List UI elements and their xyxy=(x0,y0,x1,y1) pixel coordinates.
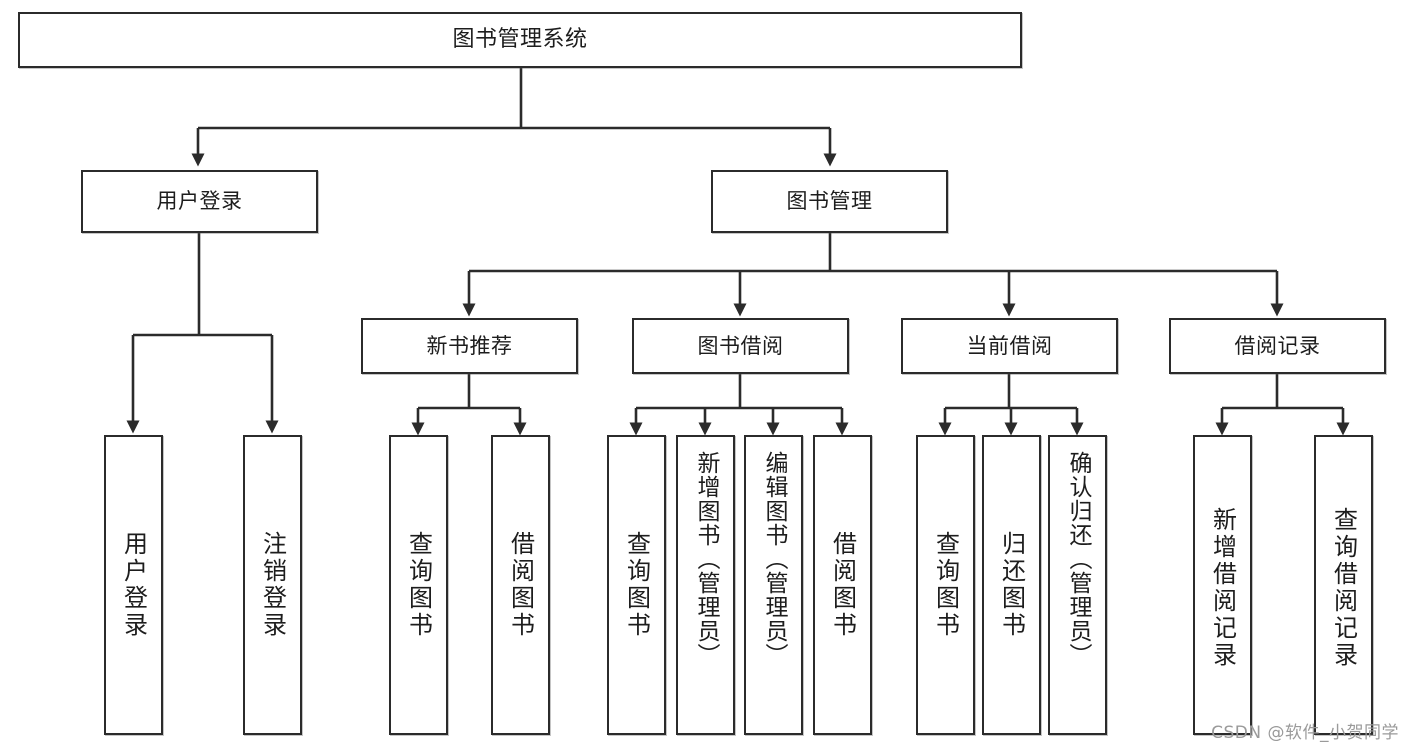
node-label: 借阅图书 xyxy=(828,531,857,639)
node-borrow-record[interactable]: 借阅记录 xyxy=(1169,318,1386,374)
node-label: 用户登录 xyxy=(156,189,243,214)
node-leaf-confirm-return-admin[interactable]: 确认归还（管理员） xyxy=(1048,435,1107,735)
node-leaf-query-book-borrow[interactable]: 查询图书 xyxy=(607,435,666,735)
node-book-borrow[interactable]: 图书借阅 xyxy=(632,318,849,374)
node-label: 图书借阅 xyxy=(697,333,784,358)
node-label: 新增借阅记录 xyxy=(1208,507,1237,669)
node-leaf-query-book-new-recommend[interactable]: 查询图书 xyxy=(389,435,448,735)
node-root-book-management-system[interactable]: 图书管理系统 xyxy=(18,12,1022,68)
csdn-watermark: CSDN @软件_小贺同学 xyxy=(1211,723,1399,743)
node-label: 新书推荐 xyxy=(426,333,513,358)
node-label: 图书管理系统 xyxy=(452,27,588,53)
node-label: 借阅图书 xyxy=(506,531,535,639)
node-leaf-user-login[interactable]: 用户登录 xyxy=(104,435,163,735)
node-current-borrow[interactable]: 当前借阅 xyxy=(901,318,1118,374)
node-label: 查询图书 xyxy=(404,531,433,639)
node-label: 查询图书 xyxy=(622,531,651,639)
node-leaf-borrow-book-borrow[interactable]: 借阅图书 xyxy=(813,435,872,735)
node-leaf-return-book[interactable]: 归还图书 xyxy=(982,435,1041,735)
node-leaf-query-borrow-record[interactable]: 查询借阅记录 xyxy=(1314,435,1373,735)
node-leaf-query-book-current[interactable]: 查询图书 xyxy=(916,435,975,735)
node-label: 编辑图书（管理员） xyxy=(761,451,787,667)
node-user-login[interactable]: 用户登录 xyxy=(81,170,318,233)
node-label: 确认归还（管理员） xyxy=(1065,451,1091,667)
node-leaf-add-book-admin[interactable]: 新增图书（管理员） xyxy=(676,435,735,735)
node-leaf-borrow-book-new-recommend[interactable]: 借阅图书 xyxy=(491,435,550,735)
node-label: 用户登录 xyxy=(119,531,148,639)
node-label: 图书管理 xyxy=(786,189,873,214)
node-label: 当前借阅 xyxy=(966,333,1053,358)
node-label: 归还图书 xyxy=(997,531,1026,639)
node-leaf-add-borrow-record[interactable]: 新增借阅记录 xyxy=(1193,435,1252,735)
node-label: 新增图书（管理员） xyxy=(693,451,719,667)
node-label: 借阅记录 xyxy=(1234,333,1321,358)
node-label: 查询借阅记录 xyxy=(1329,507,1358,669)
node-leaf-edit-book-admin[interactable]: 编辑图书（管理员） xyxy=(744,435,803,735)
node-new-book-recommend[interactable]: 新书推荐 xyxy=(361,318,578,374)
node-leaf-logout-login[interactable]: 注销登录 xyxy=(243,435,302,735)
node-label: 注销登录 xyxy=(258,531,287,639)
node-label: 查询图书 xyxy=(931,531,960,639)
node-book-management[interactable]: 图书管理 xyxy=(711,170,948,233)
